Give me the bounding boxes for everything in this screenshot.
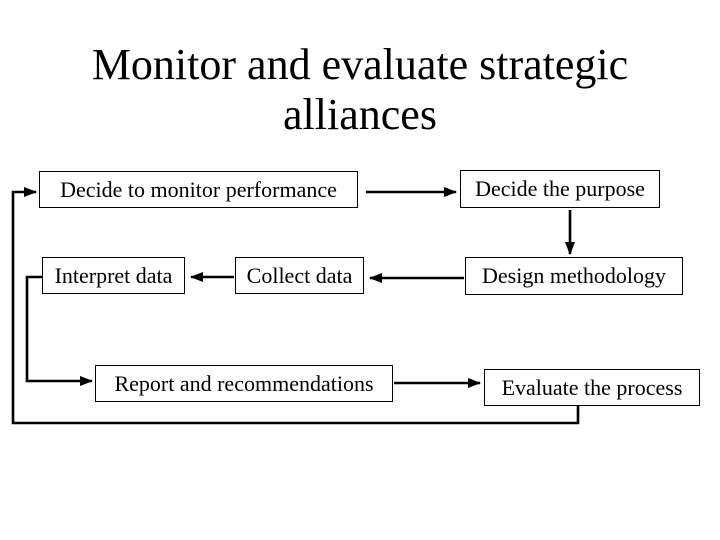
flow-box-design-methodology: Design methodology <box>465 257 683 295</box>
slide-title: Monitor and evaluate strategic alliances <box>91 40 629 139</box>
flow-box-evaluate-process: Evaluate the process <box>484 369 700 406</box>
flow-box-report-recommendations: Report and recommendations <box>95 365 393 402</box>
flow-box-interpret-data: Interpret data <box>42 257 185 294</box>
flow-box-collect-data: Collect data <box>235 257 364 294</box>
flow-box-decide-purpose: Decide the purpose <box>460 170 660 208</box>
flow-box-decide-monitor: Decide to monitor performance <box>39 171 358 208</box>
